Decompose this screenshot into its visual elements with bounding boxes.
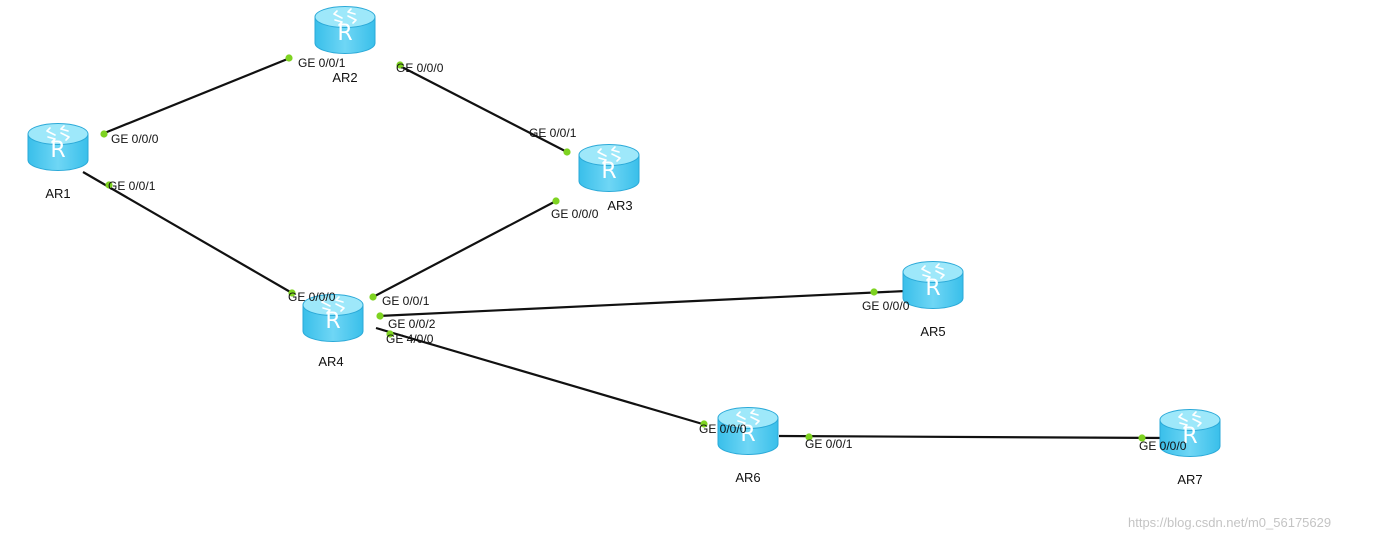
router-label-ar3: AR3	[607, 198, 632, 213]
port-dot-ar4[interactable]	[288, 289, 296, 297]
router-label-ar4: AR4	[318, 354, 343, 369]
svg-text:R: R	[325, 309, 340, 334]
router-ar5[interactable]: R	[902, 261, 964, 309]
router-label-ar6: AR6	[735, 470, 760, 485]
link-ar1-ar4[interactable]	[82, 171, 293, 294]
router-label-ar1: AR1	[45, 186, 70, 201]
watermark-text: https://blog.csdn.net/m0_56175629	[1128, 515, 1332, 530]
port-label-ar3: GE 0/0/1	[529, 126, 577, 140]
port-dot-ar3[interactable]	[563, 148, 571, 156]
link-ar4-ar3[interactable]	[372, 200, 557, 298]
port-dot-ar4[interactable]	[376, 312, 384, 320]
links-layer	[82, 56, 1170, 440]
router-ar1[interactable]: R	[27, 123, 89, 171]
router-ar3[interactable]: R	[578, 144, 640, 192]
svg-text:R: R	[1182, 424, 1197, 449]
link-ar1-ar2[interactable]	[101, 56, 291, 136]
port-label-ar4: GE 0/0/2	[388, 317, 436, 331]
port-dot-ar7[interactable]	[1138, 434, 1146, 442]
port-dot-ar5[interactable]	[870, 288, 878, 296]
port-dot-ar2[interactable]	[285, 54, 293, 62]
router-ar2[interactable]: R	[314, 6, 376, 54]
port-label-ar6: GE 0/0/0	[699, 422, 747, 436]
port-label-ar2: GE 0/0/1	[298, 56, 346, 70]
port-label-ar1: GE 0/0/1	[108, 179, 156, 193]
port-dot-ar1[interactable]	[100, 130, 108, 138]
router-icon: R	[27, 123, 89, 171]
port-label-ar4: GE 4/0/0	[386, 332, 434, 346]
link-ar4-ar6[interactable]	[375, 326, 707, 427]
router-label-ar7: AR7	[1177, 472, 1202, 487]
port-label-ar6: GE 0/0/1	[805, 437, 853, 451]
port-dot-ar1[interactable]	[105, 181, 113, 189]
port-label-ar2: GE 0/0/0	[396, 61, 444, 75]
svg-text:R: R	[50, 138, 65, 163]
port-label-ar4: GE 0/0/1	[382, 294, 430, 308]
svg-text:R: R	[337, 21, 352, 46]
port-dot-ar2[interactable]	[396, 61, 404, 69]
port-dot-ar3[interactable]	[552, 197, 560, 205]
port-label-ar7: GE 0/0/0	[1139, 439, 1187, 453]
router-icon: R	[302, 294, 364, 342]
ports-layer: GE 0/0/0 GE 0/0/1 GE 0/0/0 GE 0/0/1 GE 0/0/1…	[100, 54, 1187, 453]
port-dot-ar6[interactable]	[700, 420, 708, 428]
router-ar6[interactable]: R	[717, 407, 779, 455]
link-ar6-ar7[interactable]	[778, 434, 1170, 440]
link-ar2-ar3[interactable]	[397, 64, 568, 153]
router-icon: R	[578, 144, 640, 192]
port-dot-ar4[interactable]	[369, 293, 377, 301]
port-dot-ar4[interactable]	[386, 330, 394, 338]
router-icon: R	[902, 261, 964, 309]
router-label-ar2: AR2	[332, 70, 357, 85]
router-ar4[interactable]: R	[302, 294, 364, 342]
port-label-ar1: GE 0/0/0	[111, 132, 159, 146]
port-label-ar5: GE 0/0/0	[862, 299, 910, 313]
router-ar7[interactable]: R	[1159, 409, 1221, 457]
svg-text:R: R	[925, 276, 940, 301]
link-ar4-ar5[interactable]	[378, 289, 907, 318]
port-label-ar4: GE 0/0/0	[288, 290, 336, 304]
port-dot-ar6[interactable]	[805, 433, 813, 441]
svg-text:R: R	[740, 422, 755, 447]
router-icon: R	[717, 407, 779, 455]
router-icon: R	[1159, 409, 1221, 457]
router-label-ar5: AR5	[920, 324, 945, 339]
port-label-ar3: GE 0/0/0	[551, 207, 599, 221]
svg-text:R: R	[601, 159, 616, 184]
router-icon: R	[314, 6, 376, 54]
